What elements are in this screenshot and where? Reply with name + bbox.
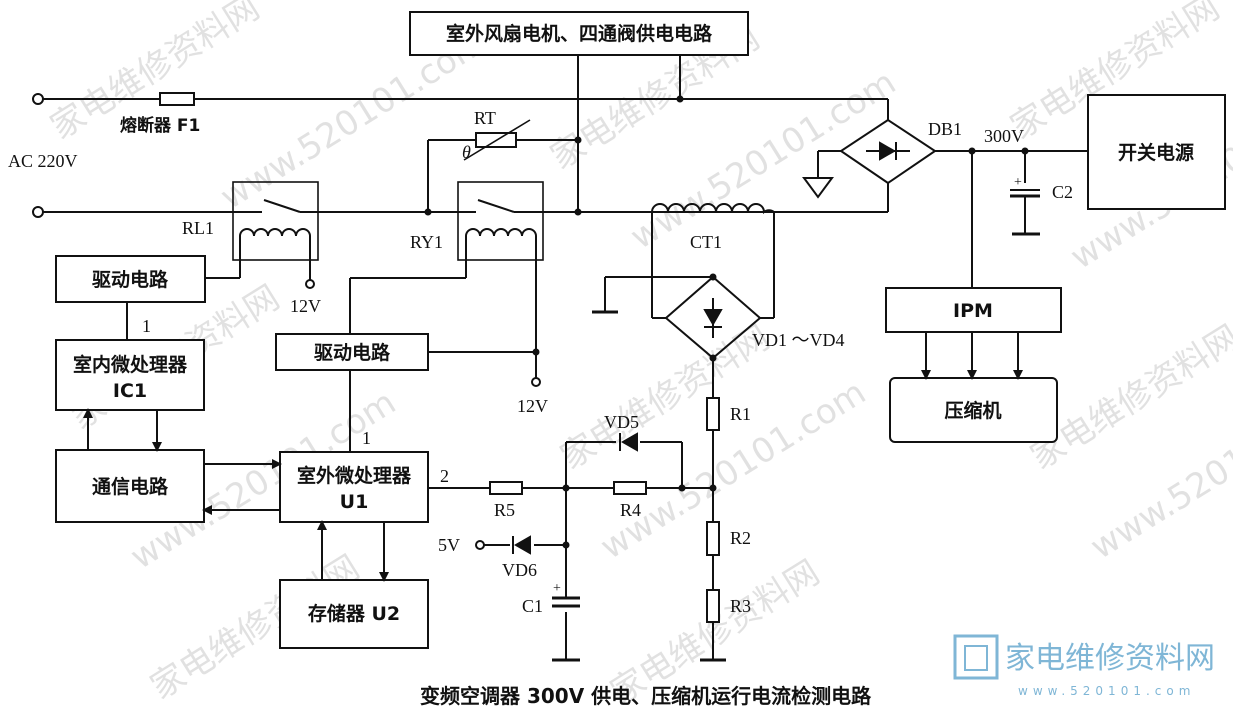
fuse-label: 熔断器 F1 bbox=[120, 115, 200, 136]
logo-url: www.520101.com bbox=[1018, 684, 1195, 698]
junction bbox=[424, 208, 432, 216]
diode-vd5 bbox=[620, 432, 638, 452]
vd14-label: VD1 ～VD4 bbox=[752, 330, 845, 350]
ipm-box bbox=[885, 287, 1062, 333]
junction bbox=[678, 484, 686, 492]
junction bbox=[562, 541, 570, 549]
junction bbox=[532, 348, 540, 356]
vd6-label: VD6 bbox=[502, 560, 537, 580]
fan-supply-box bbox=[409, 11, 749, 56]
ry1-label: RY1 bbox=[410, 232, 443, 252]
relay-ry1-coil bbox=[465, 228, 537, 246]
relay-rl1-coil bbox=[239, 228, 311, 246]
terminal-ac-top bbox=[32, 93, 44, 105]
resistor-r5 bbox=[489, 481, 523, 495]
terminal-12v-a bbox=[305, 279, 315, 289]
c2-label: C2 bbox=[1052, 182, 1073, 202]
pin1-u1-label: 1 bbox=[362, 428, 371, 448]
v12a-label: 12V bbox=[290, 296, 321, 316]
junction bbox=[562, 484, 570, 492]
comm-circuit-box bbox=[55, 449, 205, 523]
rt-label: RT bbox=[474, 108, 496, 128]
junction bbox=[574, 208, 582, 216]
outdoor-mcu-id: U1 bbox=[340, 491, 369, 513]
ac-input-label: AC 220V bbox=[8, 151, 78, 171]
junction bbox=[676, 95, 684, 103]
diagram-caption: 变频空调器 300V 供电、压缩机运行电流检测电路 bbox=[420, 684, 872, 708]
drive-circuit-2-label: 驱动电路 bbox=[314, 341, 391, 364]
pin2-u1-label: 2 bbox=[440, 466, 449, 486]
pin1-ic1-label: 1 bbox=[142, 316, 151, 336]
ct1-label: CT1 bbox=[690, 232, 722, 252]
r1-label: R1 bbox=[730, 404, 751, 424]
drive-circuit-1-label: 驱动电路 bbox=[92, 268, 169, 291]
arrow-comm-to-u1 bbox=[272, 459, 282, 469]
drive-circuit-2-box bbox=[275, 333, 429, 371]
diode-vd6 bbox=[513, 535, 531, 555]
junction bbox=[709, 273, 717, 281]
db1-label: DB1 bbox=[928, 119, 962, 139]
resistor-r3 bbox=[706, 589, 720, 623]
memory-label: 存储器 U2 bbox=[308, 602, 400, 625]
terminal-12v-b bbox=[531, 377, 541, 387]
junction bbox=[709, 354, 717, 362]
resistor-r4 bbox=[613, 481, 647, 495]
v300-label: 300V bbox=[984, 126, 1024, 146]
arrow-ic1-to-comm bbox=[152, 442, 162, 452]
junction bbox=[574, 136, 582, 144]
resistor-r2 bbox=[706, 521, 720, 556]
outdoor-mcu-label: 室外微处理器 bbox=[297, 464, 412, 487]
logo-text: 家电维修资料网 bbox=[1005, 641, 1215, 676]
compressor-label: 压缩机 bbox=[944, 399, 1001, 422]
terminal-5v bbox=[475, 540, 485, 550]
terminal-ac-bottom bbox=[32, 206, 44, 218]
r2-label: R2 bbox=[730, 528, 751, 548]
logo-icon bbox=[953, 634, 999, 680]
memory-box bbox=[279, 579, 429, 649]
ground-db1-icon bbox=[802, 177, 834, 199]
c1-label: C1 bbox=[522, 596, 543, 616]
indoor-mcu-box bbox=[55, 339, 205, 411]
junction bbox=[968, 147, 976, 155]
fuse-f1 bbox=[159, 92, 195, 106]
switch-psu-label: 开关电源 bbox=[1118, 141, 1194, 164]
arrow-u1-to-comm bbox=[202, 505, 212, 515]
switch-psu-box bbox=[1087, 94, 1226, 210]
r3-label: R3 bbox=[730, 596, 751, 616]
arrow-ipm-2 bbox=[967, 370, 977, 380]
fan-supply-label: 室外风扇电机、四通阀供电电路 bbox=[446, 22, 713, 45]
rl1-label: RL1 bbox=[182, 218, 214, 238]
arrow-ipm-3 bbox=[1013, 370, 1023, 380]
current-transformer-ct1 bbox=[651, 203, 775, 215]
c2-plus: + bbox=[1014, 175, 1022, 190]
junction bbox=[1021, 147, 1029, 155]
r4-label: R4 bbox=[620, 500, 641, 520]
vd5-label: VD5 bbox=[604, 412, 639, 432]
c1-plus: + bbox=[553, 581, 561, 596]
drive-circuit-1-box bbox=[55, 255, 206, 303]
comm-circuit-label: 通信电路 bbox=[92, 475, 169, 498]
outdoor-mcu-box bbox=[279, 451, 429, 523]
theta-label: θ bbox=[462, 142, 471, 162]
v5-label: 5V bbox=[438, 535, 460, 555]
resistor-r1 bbox=[706, 397, 720, 431]
site-logo: 家电维修资料网 www.520101.com bbox=[953, 634, 1215, 698]
v12b-label: 12V bbox=[517, 396, 548, 416]
watermark-layer: 家电维修资料网 www.520101.com 家电维修资料网 www.52010… bbox=[44, 0, 1233, 713]
junction bbox=[709, 484, 717, 492]
arrow-memory-to-u1 bbox=[317, 520, 327, 530]
indoor-mcu-label: 室内微处理器 bbox=[73, 353, 188, 376]
arrow-comm-to-ic1 bbox=[83, 408, 93, 418]
arrow-ipm-1 bbox=[921, 370, 931, 380]
compressor-box bbox=[889, 377, 1058, 443]
r5-label: R5 bbox=[494, 500, 515, 520]
indoor-mcu-id: IC1 bbox=[113, 380, 147, 402]
arrow-u1-to-memory bbox=[379, 572, 389, 582]
ipm-label: IPM bbox=[953, 300, 993, 322]
